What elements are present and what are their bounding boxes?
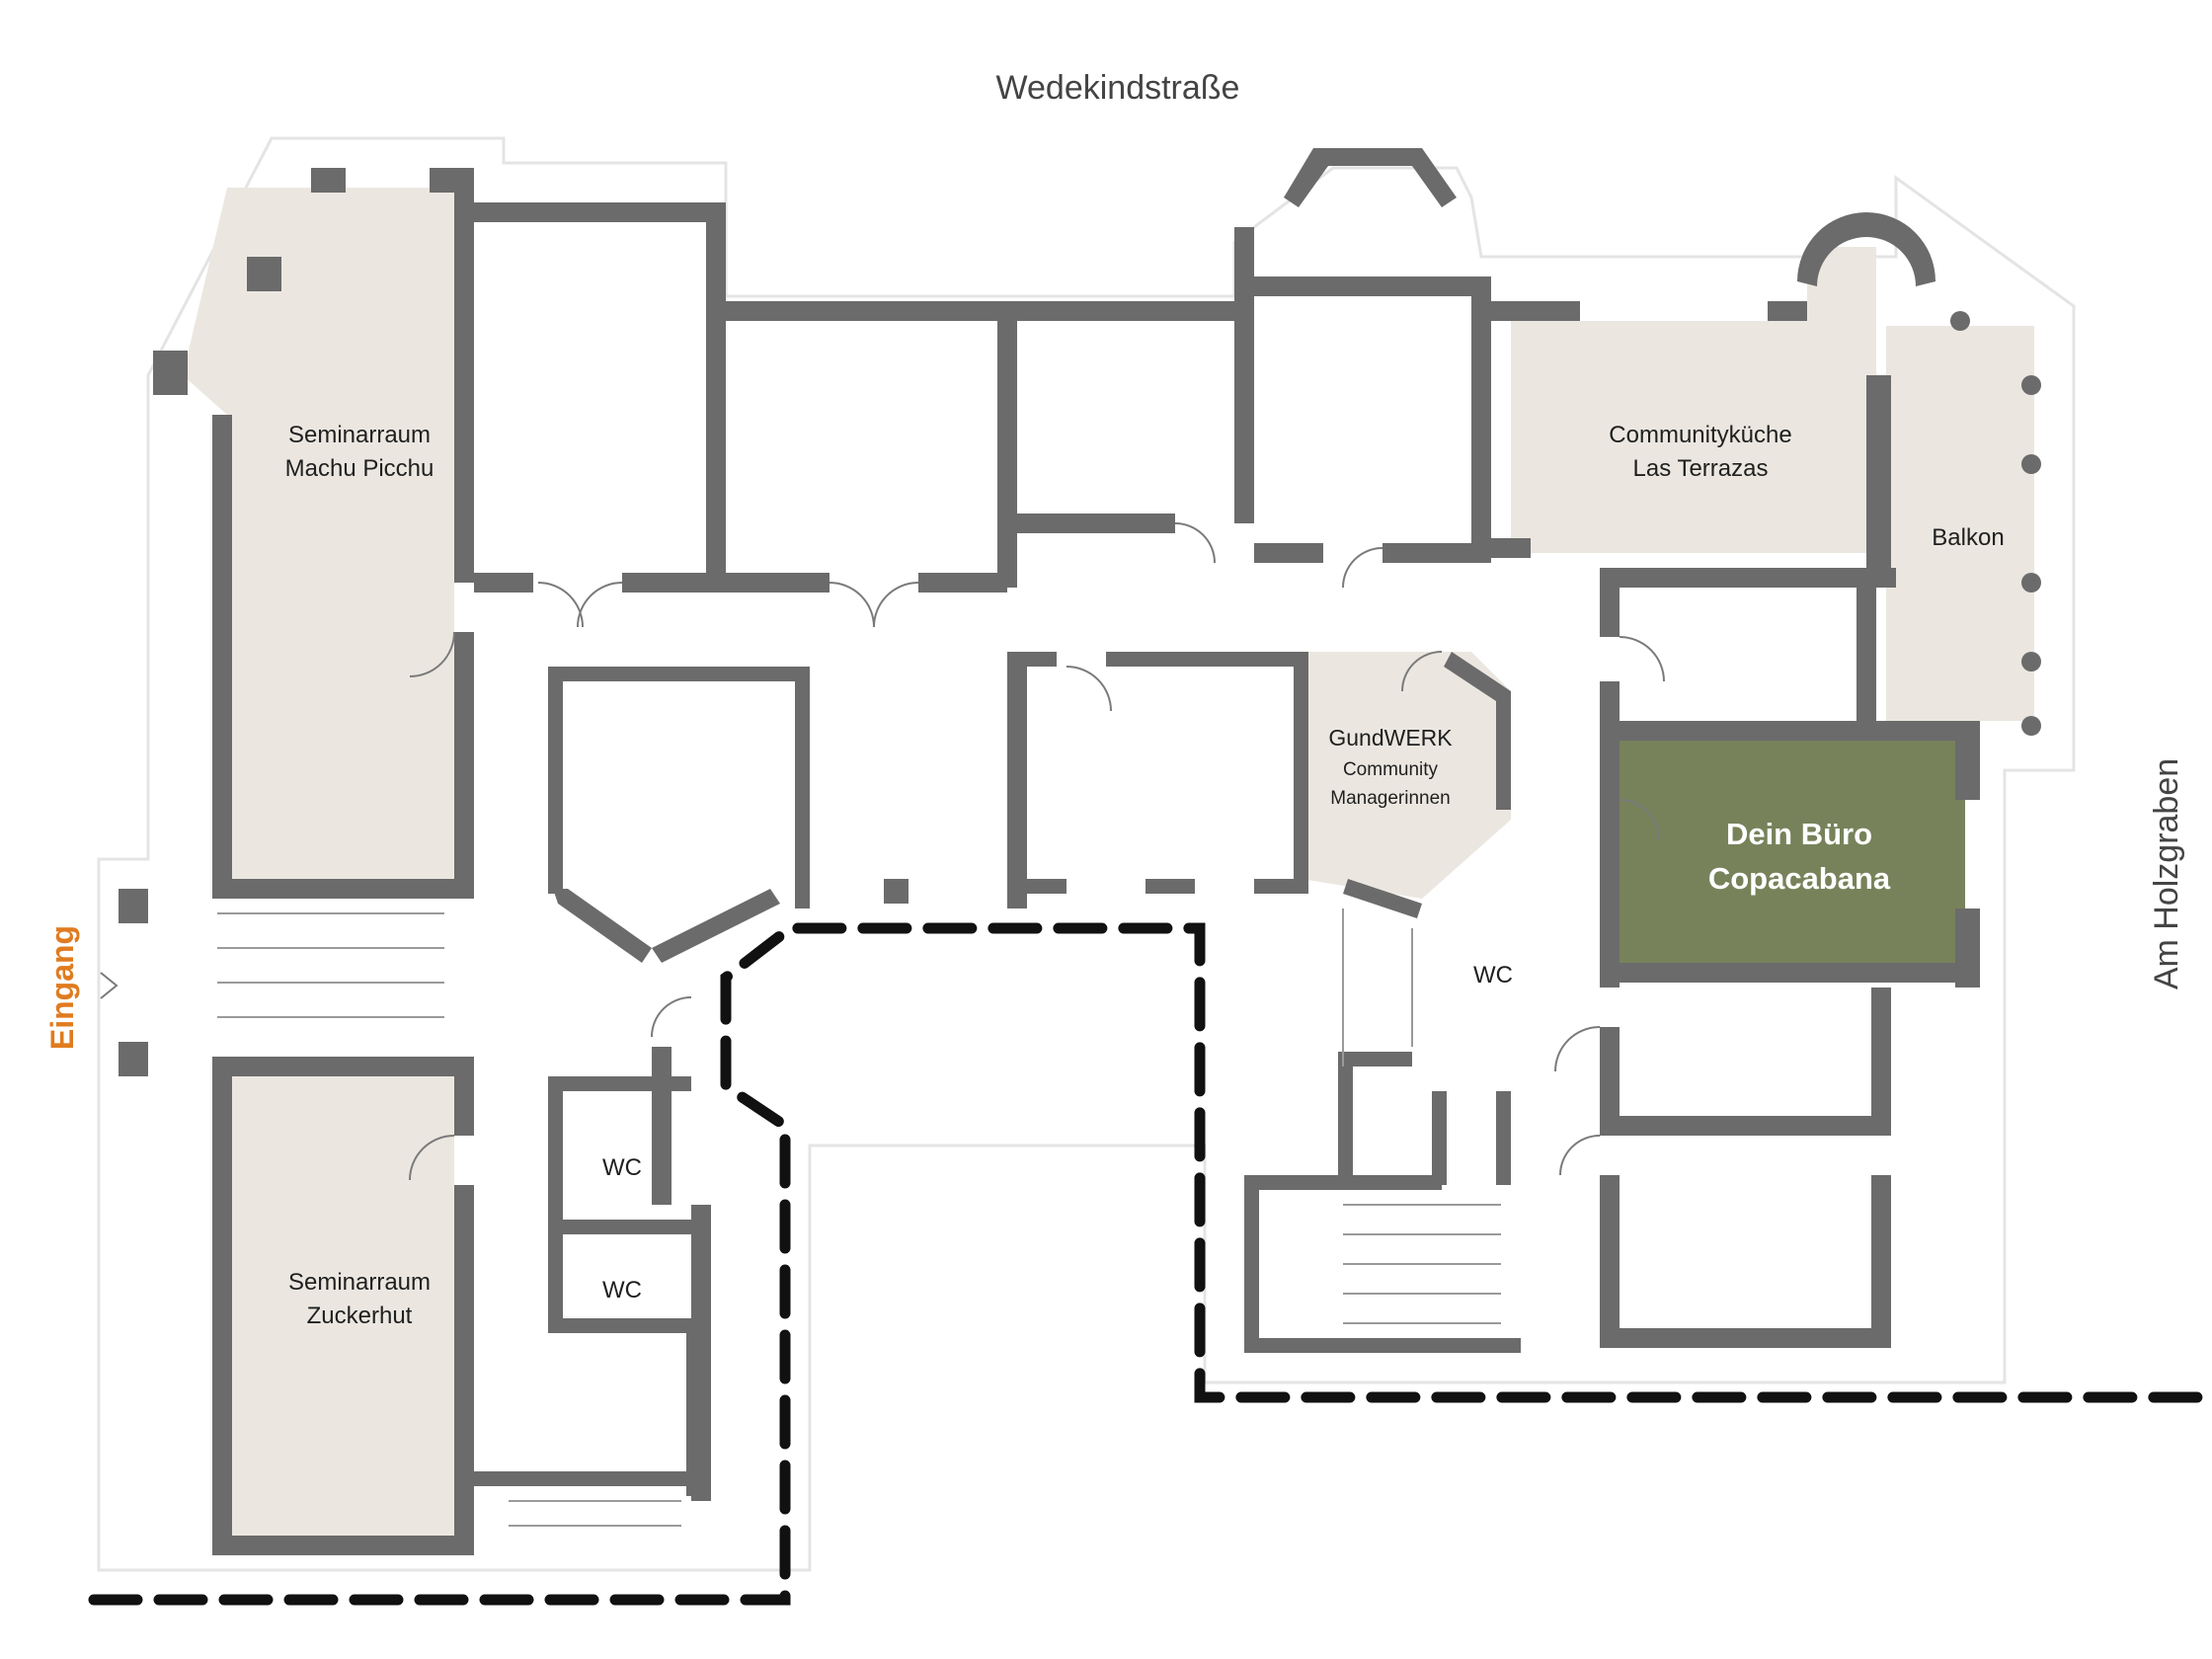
walls — [118, 168, 1980, 1555]
room-label-wc-2: WC — [602, 1277, 642, 1304]
doors — [409, 522, 1665, 1181]
entrance-label: Eingang — [44, 925, 80, 1050]
room-label-zuckerhut-line1: Seminarraum — [288, 1269, 431, 1296]
room-label-zuckerhut-line2: Zuckerhut — [307, 1303, 413, 1329]
room-label-kitchen-line1: Communityküche — [1609, 422, 1791, 448]
room-seminar-zuckerhut[interactable] — [227, 1071, 454, 1536]
room-label-wc-1: WC — [602, 1154, 642, 1181]
room-label-gundwerk-line3: Managerinnen — [1330, 788, 1450, 809]
room-label-machu-line2: Machu Picchu — [285, 455, 434, 482]
room-gundwerk[interactable] — [1302, 652, 1511, 899]
room-label-office-line2: Copacabana — [1708, 861, 1891, 896]
room-community-kitchen[interactable] — [1511, 247, 1876, 553]
building-outline — [97, 136, 2076, 1572]
room-seminar-machu-picchu[interactable] — [183, 188, 454, 899]
interior-lines — [217, 908, 1501, 1527]
room-label-wc-3: WC — [1473, 962, 1513, 988]
room-label-office-line1: Dein Büro — [1726, 817, 1872, 851]
street-north-label: Wedekindstraße — [996, 69, 1240, 107]
room-label-gundwerk-line2: Community — [1343, 759, 1439, 780]
room-your-office[interactable] — [1610, 736, 1965, 963]
room-label-gundwerk-line1: GundWERK — [1328, 725, 1453, 750]
room-label-balcony: Balkon — [1932, 524, 2004, 551]
bay-walls — [553, 148, 1936, 963]
property-boundary — [88, 922, 2208, 1606]
entrance-arrow-icon — [100, 972, 118, 999]
room-label-kitchen-line2: Las Terrazas — [1633, 455, 1769, 482]
room-balcony[interactable] — [1886, 326, 2034, 721]
room-label-machu-line1: Seminarraum — [288, 422, 431, 448]
street-east-label: Am Holzgraben — [2148, 758, 2185, 989]
balcony-columns — [1950, 311, 2041, 736]
